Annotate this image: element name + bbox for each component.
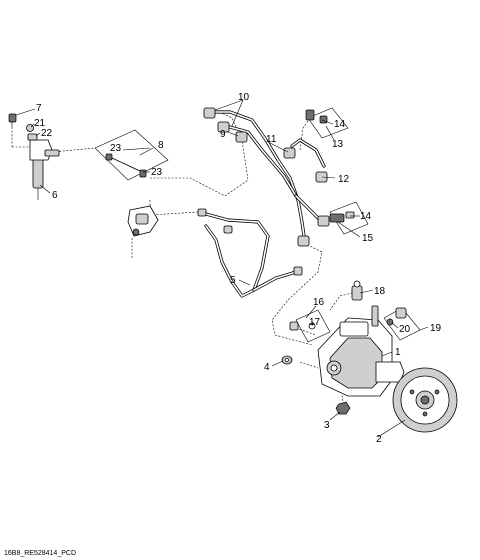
connector-icon (203, 107, 216, 119)
connector-icon (297, 235, 310, 247)
callout-16: 16 (313, 297, 325, 308)
callout-8: 8 (158, 140, 164, 151)
callout-14-lower: 14 (360, 211, 372, 222)
kit-box-15 (329, 201, 369, 235)
callout-1: 1 (395, 347, 401, 358)
callout-23-lower: 23 (151, 167, 163, 178)
fuel-pump-1-icon (317, 305, 405, 397)
callout-4: 4 (264, 362, 270, 373)
tube-nut-icon (223, 225, 233, 234)
callout-10: 10 (238, 92, 250, 103)
callout-23-upper: 23 (110, 143, 122, 154)
callout-22: 22 (41, 128, 53, 139)
kit-box-13 (305, 107, 349, 139)
connector-icon (317, 215, 330, 227)
callout-labels: 1 2 3 4 5 6 7 8 9 10 11 12 13 14 14 15 1… (34, 92, 442, 445)
callout-19: 19 (430, 323, 442, 334)
callout-7: 7 (36, 103, 42, 114)
callout-9: 9 (220, 129, 226, 140)
callout-21: 21 (34, 118, 46, 129)
injector-6-icon (29, 139, 60, 200)
fuel-tube-5 (197, 208, 303, 298)
gear-2-icon (392, 367, 458, 433)
callout-11: 11 (266, 134, 277, 145)
callout-15: 15 (362, 233, 374, 244)
spring-4-icon (281, 355, 293, 365)
connector-icon (283, 147, 296, 159)
callout-3: 3 (324, 420, 330, 431)
nut-22-icon (27, 133, 38, 141)
connector-icon (315, 171, 328, 183)
connector-icon (217, 121, 230, 133)
callout-20: 20 (399, 324, 411, 335)
callout-2: 2 (376, 434, 382, 445)
wiring-harness-icon (203, 107, 330, 247)
injector-clamp-icon (127, 205, 159, 237)
tube-nut-icon (293, 266, 303, 276)
callout-leader-lines (15, 99, 429, 438)
callout-12: 12 (338, 174, 350, 185)
bolt-7-icon (8, 113, 17, 128)
fitting-18-icon (351, 280, 363, 301)
callout-6: 6 (52, 190, 58, 201)
kit-box-16 (289, 309, 331, 343)
figure-reference-code: 16B8_RE528414_PCD (4, 550, 76, 557)
callout-18: 18 (374, 286, 386, 297)
callout-17: 17 (309, 317, 321, 328)
callout-5: 5 (230, 275, 236, 286)
callout-13: 13 (332, 139, 344, 150)
nut-3-icon (335, 401, 351, 415)
kit-box-8 (94, 129, 169, 181)
connector-icon (235, 131, 248, 143)
callout-14-upper: 14 (334, 119, 346, 130)
tube-nut-icon (197, 208, 207, 217)
